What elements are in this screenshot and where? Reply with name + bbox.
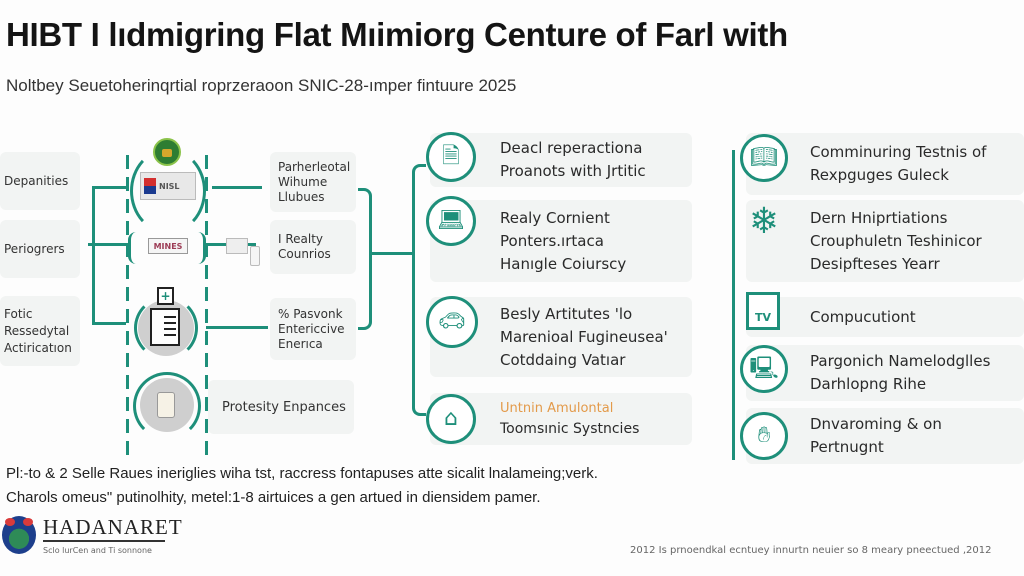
connector-line: [370, 252, 414, 255]
middle-card-3: % Pasvonk Entericcive Enerıca: [270, 298, 356, 360]
page-title: HIBT I lıdmigring Flat Mıimiorg Centure …: [6, 16, 788, 53]
dashed-spine: [205, 155, 208, 455]
dashed-spine: [126, 155, 129, 455]
arc-decoration: [133, 372, 201, 440]
connector-line: [88, 243, 128, 246]
left-card-3: Fotic Ressedytal Actiricatıon: [0, 296, 80, 366]
brand-tagline: Sclo lurCen and Ti sonnone: [43, 546, 152, 555]
vehicle-icon: 🚗︎: [426, 296, 478, 348]
id-card-icon: [157, 392, 175, 418]
middle-card-2: I Realty Counrios: [270, 220, 356, 274]
building-icon: ⌂: [426, 394, 476, 444]
hand-icon: ✋︎: [740, 412, 788, 460]
laptop-icon: 💻︎: [426, 196, 476, 246]
document-chart-icon: TV: [746, 292, 780, 330]
page-subtitle: Noltbey Seuetoherinqrtial roprzeraoon SN…: [6, 76, 517, 95]
left-card-label: Depanities: [4, 173, 69, 188]
brand-name: HADANARET: [43, 515, 183, 539]
brace-icon: [192, 232, 206, 264]
arc-decoration: [134, 296, 198, 360]
bracket-connector: [412, 164, 426, 416]
flag-sign-icon: NISL: [140, 172, 196, 200]
connector-line: [92, 186, 126, 189]
footer-note: Pl:-to & 2 Selle Raues ineriglies wiha t…: [6, 465, 598, 506]
brand-underline: [43, 540, 165, 542]
middle-card-4: Protesity Enpances: [208, 380, 354, 434]
clipboard-icon: [150, 308, 180, 346]
copyright-text: 2012 Is prnoendkal ecntuey innurtn neuie…: [630, 545, 992, 556]
left-card-2: Periogrers: [0, 220, 80, 278]
book-icon: 📖︎: [740, 134, 788, 182]
computer-icon: 🖳︎: [740, 345, 788, 393]
bracket-connector: [358, 188, 372, 330]
connector-line: [92, 186, 95, 324]
left-card-label: Periogrers: [4, 241, 65, 256]
phone-device-icon: [250, 246, 260, 266]
connector-line: [92, 322, 126, 325]
left-card-label: Fotic Ressedytal Actiricatıon: [4, 306, 72, 355]
feature-card-7: Compucutiont: [746, 297, 1024, 337]
arc-decoration: [130, 148, 206, 234]
vertical-divider: [732, 150, 735, 460]
tree-network-icon: ❄︎: [748, 201, 780, 242]
connector-line: [206, 326, 268, 329]
mines-sign-icon: MINES: [148, 238, 188, 254]
desktop-device-icon: [226, 238, 248, 254]
brand-logo: [2, 516, 36, 554]
certificate-icon: 🗎: [426, 132, 476, 182]
brace-icon: [128, 232, 142, 264]
left-card-1: Depanities: [0, 152, 80, 210]
medical-cross-icon: +: [157, 287, 174, 305]
middle-card-1: Parherleotal Wihume Llubues: [270, 152, 356, 212]
connector-line: [212, 186, 262, 189]
highlight-label: Untnin Amulontal: [500, 401, 614, 416]
